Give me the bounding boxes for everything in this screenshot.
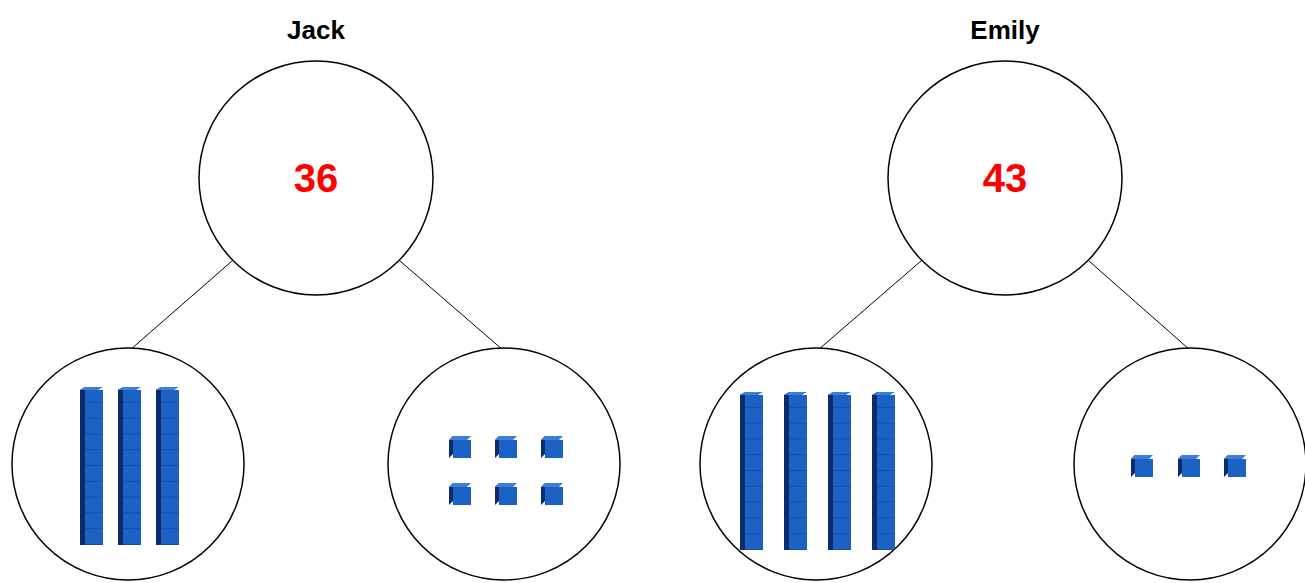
part-circle xyxy=(12,348,1305,580)
circle-shape xyxy=(199,61,433,295)
whole-number: 43 xyxy=(887,156,1123,201)
name-heading: Emily xyxy=(827,15,1183,46)
tens-rods xyxy=(80,387,179,545)
tens-rods xyxy=(740,392,895,550)
ones-cubes xyxy=(449,436,563,505)
whole-circle: Jack36 xyxy=(198,60,434,296)
ones-cubes xyxy=(1131,455,1246,477)
whole-circle: Emily43 xyxy=(887,60,1123,296)
name-heading: Jack xyxy=(138,15,494,46)
whole-number: 36 xyxy=(198,156,434,201)
circle-shape xyxy=(888,61,1122,295)
